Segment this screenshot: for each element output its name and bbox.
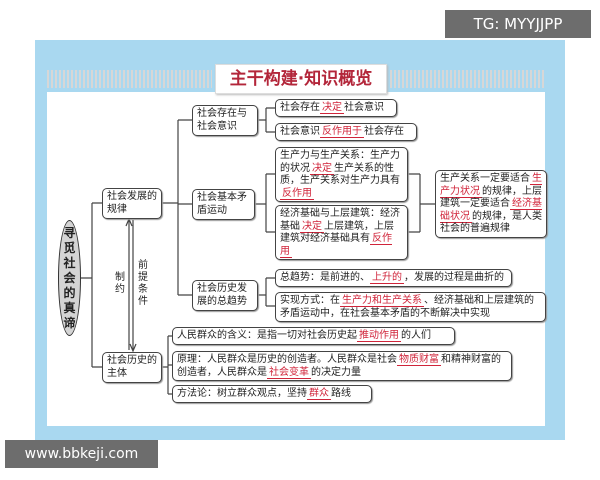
text-segment: 、经济基础和上层建筑的矛盾运动中，在社会基本矛盾的不断解决中实现 [280,295,534,319]
text-segment: 生产关系的性质，生产关系对生产力具有 [280,162,400,187]
highlight-term: 社会变革 [267,366,311,379]
node-principle: 原理：人民群众是历史的创造者。人民群众是社会物质财富和精神财富的创造者，人民群众… [172,351,512,381]
node-realization-way: 实现方式：在生产力和生产关系、经济基础和上层建筑的矛盾运动中，在社会基本矛盾的不… [275,292,546,322]
highlight-term: 生产力状况 [440,173,542,198]
node-masses-meaning: 人民群众的含义：是指一切对社会历史起推动作用的人们 [172,327,455,345]
label-premise: 前提条件 [138,260,148,307]
text-segment: 路线 [331,388,351,399]
text-segment: 生产力与生产关系：生产力的状况 [280,150,400,174]
node-economic-base: 经济基础与上层建筑：经济基础决定上层建筑，上层建筑对经济基础具有反作用 [275,205,408,260]
label-restrict: 制约 [115,272,125,295]
highlight-term: 群众 [307,388,331,400]
text-segment: 上层建筑，上层建筑对经济基础具有 [280,220,394,245]
text-segment: 社会存在 [364,126,404,137]
text-segment: 原理：人民群众是历史的创造者。人民群众是社会 [177,354,397,365]
watermark-bottom: www.bbkeji.com [5,440,158,468]
watermark-top: TG: MYYJJPP [445,10,591,38]
text-segment: 社会存在 [280,102,320,113]
text-segment: 经济基础与上层建筑：经济基础 [280,208,400,232]
page-title: 主干构建·知识概览 [215,64,387,94]
title-stripe-right [390,70,545,88]
node-social-development-law: 社会发展的规律 [102,188,162,219]
highlight-term: 上升的 [370,272,404,284]
node-productive-forces: 生产力与生产关系：生产力的状况决定生产关系的性质，生产关系对生产力具有反作用 [275,147,408,202]
node-existence-determines: 社会存在决定社会意识 [275,99,397,117]
text-segment: 方法论：树立群众观点，坚持 [177,388,307,399]
highlight-term: 物质财富 [397,354,441,366]
node-methodology: 方法论：树立群众观点，坚持群众路线 [172,385,372,403]
node-history-subject: 社会历史的主体 [102,352,162,383]
highlight-term: 生产力和生产关系 [340,295,424,307]
text-segment: 实现方式：在 [280,295,340,306]
text-segment: 的人们 [401,330,431,341]
node-consciousness-reacts: 社会意识反作用于社会存在 [275,123,417,141]
highlight-term: 推动作用 [357,330,401,342]
text-segment: 的决定力量 [311,366,361,378]
node-history-trend: 社会历史发展的总趋势 [192,280,258,311]
text-segment: 和精神财富的创造者，人民群众是 [177,354,501,378]
highlight-term: 反作用 [280,233,392,258]
highlight-term: 反作用于 [320,126,364,138]
text-segment: 人民群众的含义：是指一切对社会历史起 [177,330,357,341]
node-existence-consciousness: 社会存在与社会意识 [192,105,258,136]
highlight-term: 经济基础状况 [440,198,542,223]
highlight-term: 决定 [310,162,334,175]
node-general-trend: 总趋势：是前进的、上升的，发展的过程是曲折的 [275,269,512,287]
highlight-term: 决定 [300,220,324,233]
text-segment: 生产关系一定要适合 [440,173,530,184]
text-segment: 社会意识 [280,126,320,137]
text-segment: 的规律，上层建筑一定要适合 [440,185,542,210]
text-segment: 总趋势：是前进的、 [280,272,370,283]
text-segment: 社会意识 [344,102,384,113]
highlight-term: 决定 [320,102,344,114]
text-segment: 的规律，是人类社会的普遍规律 [440,210,542,235]
title-stripe-left [47,70,212,88]
node-universal-law: 生产关系一定要适合生产力状况的规律，上层建筑一定要适合经济基础状况的规律，是人类… [435,170,547,238]
highlight-term: 反作用 [280,187,314,200]
root-node: 寻觅社会的真谛 [58,220,81,336]
node-basic-contradiction: 社会基本矛盾运动 [192,189,255,220]
text-segment: ，发展的过程是曲折的 [404,272,504,283]
